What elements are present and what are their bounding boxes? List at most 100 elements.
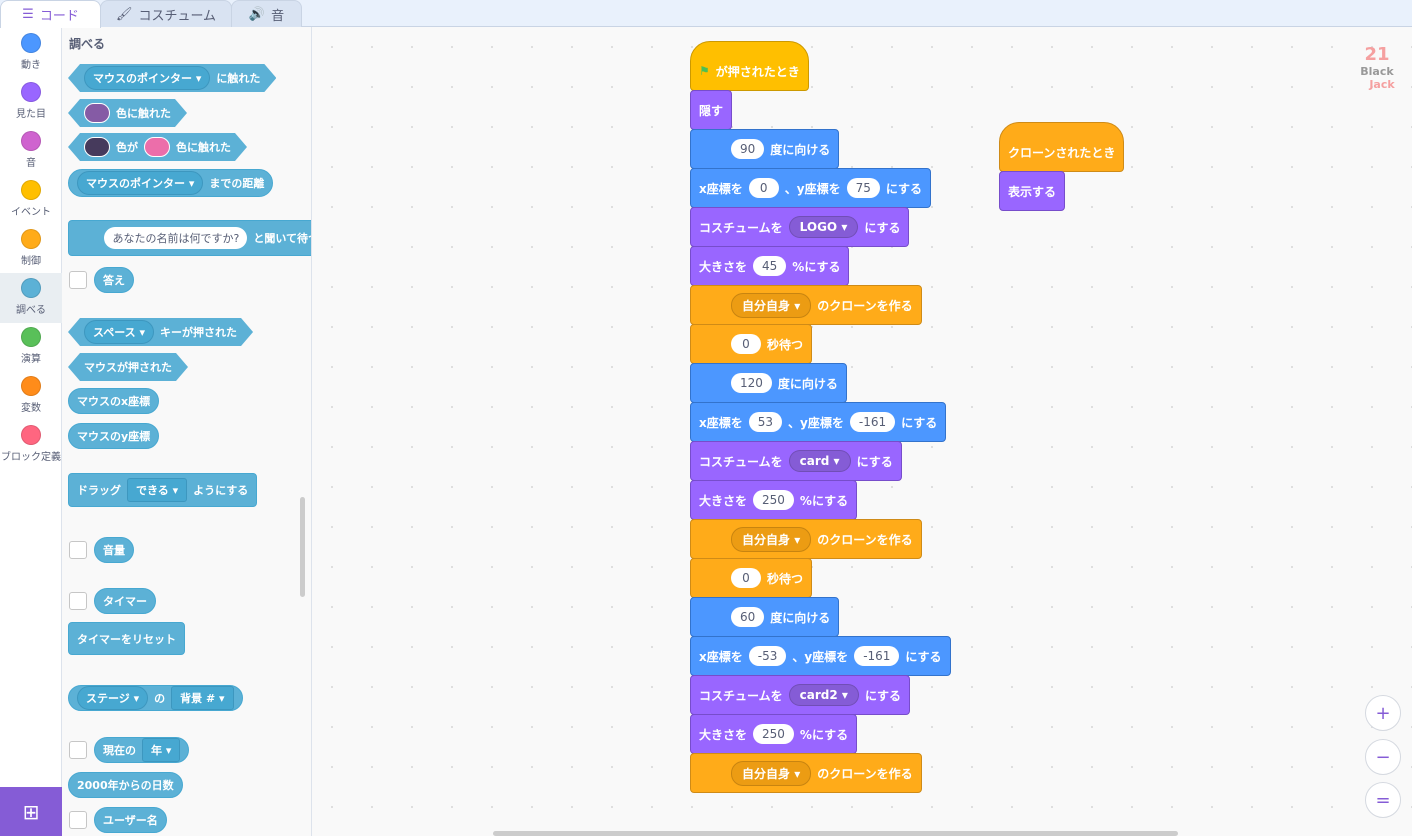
timer-checkbox[interactable] [69, 592, 87, 610]
category-0[interactable]: 動き [0, 28, 62, 78]
block-input[interactable]: 45 [753, 256, 787, 276]
color-swatch[interactable] [84, 137, 110, 157]
loudness-block[interactable]: 音量 [94, 537, 134, 563]
block-dropdown[interactable]: LOGO ▾ [788, 216, 859, 238]
control-block[interactable]: 自分自身 ▾のクローンを作る [690, 519, 922, 559]
control-block[interactable]: 自分自身 ▾のクローンを作る [690, 285, 922, 325]
block-input[interactable]: 250 [753, 490, 794, 510]
block-input[interactable]: 60 [731, 607, 765, 627]
mouse-y-block[interactable]: マウスのy座標 [68, 423, 160, 449]
current-dropdown[interactable]: 年 ▾ [142, 738, 181, 762]
block-text: のクローンを作る [817, 766, 913, 781]
block-dropdown[interactable]: card ▾ [788, 450, 851, 472]
touching-color-block[interactable]: 色に触れた [68, 99, 187, 127]
timer-block[interactable]: タイマー [94, 588, 156, 614]
block-text: 、y座標を [792, 649, 849, 664]
zoom-reset-button[interactable]: = [1365, 782, 1401, 818]
category-label: 見た目 [16, 109, 46, 120]
block-input[interactable]: -161 [849, 412, 896, 432]
block-dropdown[interactable]: 自分自身 ▾ [731, 760, 812, 786]
tab-code[interactable]: ☰コード [0, 0, 101, 28]
tab-costume[interactable]: 🖌コスチューム [100, 0, 232, 27]
of-property-dropdown[interactable]: 背景 # ▾ [171, 686, 234, 710]
days-since-2000-block[interactable]: 2000年からの日数 [68, 772, 183, 798]
block-dropdown[interactable]: 自分自身 ▾ [731, 292, 812, 318]
username-checkbox[interactable] [69, 811, 87, 829]
touching-block[interactable]: マウスのポインター ▾に触れた [68, 64, 276, 92]
category-5[interactable]: 調べる [0, 273, 62, 323]
block-input[interactable]: -161 [854, 646, 900, 666]
answer-checkbox[interactable] [69, 271, 87, 289]
block-dropdown[interactable]: card2 ▾ [788, 684, 859, 706]
workspace-scrollbar[interactable] [493, 831, 1178, 836]
color-swatch[interactable] [144, 137, 170, 157]
palette-scrollbar[interactable] [300, 497, 305, 597]
color-swatch[interactable] [84, 103, 110, 123]
distance-dropdown[interactable]: マウスのポインター ▾ [77, 171, 204, 195]
block-input[interactable]: 90 [731, 139, 765, 159]
control-block[interactable]: 自分自身 ▾ のクローンを作る [690, 753, 922, 793]
category-1[interactable]: 見た目 [0, 77, 62, 127]
distance-block[interactable]: マウスのポインター ▾までの距離 [68, 169, 274, 197]
block-input[interactable]: -53 [748, 646, 787, 666]
loudness-checkbox[interactable] [69, 541, 87, 559]
block-input[interactable]: 0 [748, 178, 779, 198]
answer-block[interactable]: 答え [94, 267, 134, 293]
block-input[interactable]: 0 [731, 334, 761, 354]
block-input[interactable]: 120 [731, 373, 772, 393]
category-4[interactable]: 制御 [0, 224, 62, 274]
mouse-down-block[interactable]: マウスが押された [68, 353, 188, 381]
block-input[interactable]: 75 [846, 178, 880, 198]
of-block[interactable]: ステージ ▾の背景 # ▾ [68, 685, 243, 711]
current-checkbox[interactable] [69, 741, 87, 759]
current-block[interactable]: 現在の年 ▾ [94, 737, 190, 763]
category-7[interactable]: 変数 [0, 371, 62, 421]
block-text: 大きさを [699, 727, 748, 742]
block-input[interactable]: 53 [748, 412, 783, 432]
key-pressed-block[interactable]: スペース ▾キーが押された [68, 318, 253, 346]
reset-timer-block[interactable]: タイマーをリセット [68, 622, 185, 655]
control-block[interactable]: クローンされたとき [999, 122, 1125, 172]
tab-sound[interactable]: 🔊音 [231, 0, 302, 27]
looks-block[interactable]: 表示する [999, 171, 1066, 211]
block-input[interactable]: 250 [753, 724, 794, 744]
of-object-dropdown[interactable]: ステージ ▾ [77, 686, 149, 710]
block-input[interactable]: 0 [731, 568, 761, 588]
set-drag-mode-block[interactable]: ドラッグできる ▾ようにする [68, 473, 258, 507]
zoom-in-button[interactable]: + [1365, 695, 1401, 731]
block-text: %にする [799, 493, 849, 508]
add-extension-button[interactable]: ⊞ [0, 787, 62, 836]
category-6[interactable]: 演算 [0, 322, 62, 372]
ask-input[interactable]: あなたの名前は何ですか? [104, 227, 248, 249]
ask-and-wait-block[interactable]: あなたの名前は何ですか?と聞いて待つ [68, 220, 311, 256]
mouse-x-block[interactable]: マウスのx座標 [68, 388, 160, 414]
looks-block[interactable]: 隠す [690, 90, 733, 130]
events-block[interactable]: ⚑が押されたとき [690, 41, 809, 91]
category-2[interactable]: 音 [0, 126, 62, 176]
category-8[interactable]: ブロック定義 [0, 420, 62, 470]
category-3[interactable]: イベント [0, 175, 62, 225]
zoom-out-button[interactable]: − [1365, 739, 1401, 775]
block-text: にする [901, 415, 938, 430]
key-dropdown[interactable]: スペース ▾ [84, 320, 154, 344]
touching-dropdown[interactable]: マウスのポインター ▾ [84, 66, 210, 90]
block-text: コスチュームを [699, 688, 783, 703]
drag-dropdown[interactable]: できる ▾ [127, 478, 188, 502]
username-block[interactable]: ユーザー名 [94, 807, 167, 833]
color-touching-color-block[interactable]: 色が色に触れた [68, 133, 247, 161]
block-dropdown[interactable]: 自分自身 ▾ [731, 526, 812, 552]
